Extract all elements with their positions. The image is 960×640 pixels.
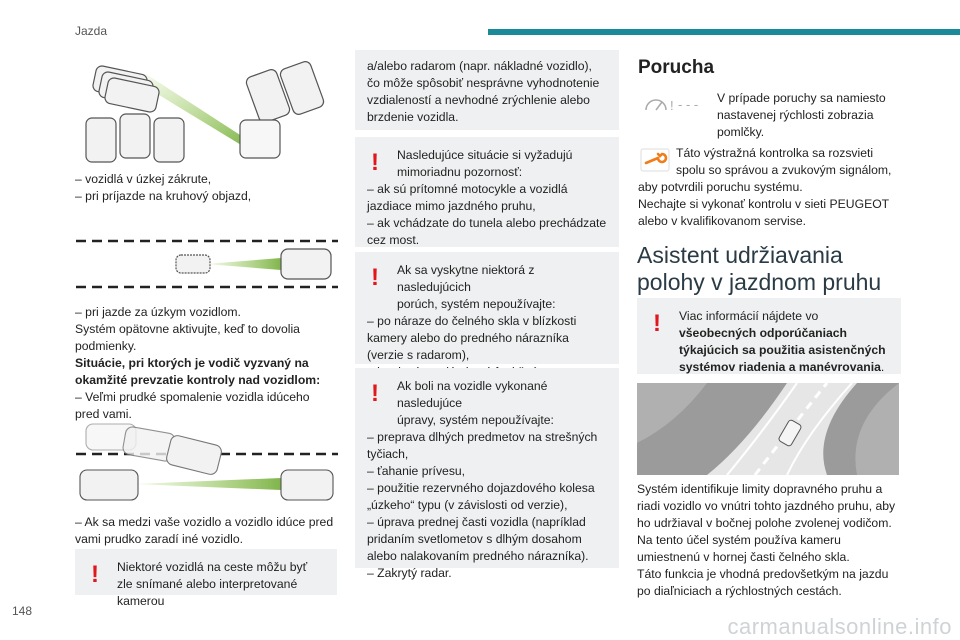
warning-title: Ak sa vyskytne niektorá z nasledujúcich … — [397, 263, 556, 311]
fault-display-text: V prípade poruchy sa namiesto nastavenej… — [717, 91, 886, 139]
warning-box-attention: ! Nasledujúce situácie si vyžadujú mimor… — [355, 137, 619, 247]
reactivate-text: Systém opätovne aktivujte, keď to dovoli… — [75, 322, 300, 353]
warning-list: – ak sú prítomné motocykle a vozidlá jaz… — [367, 182, 607, 247]
warning-list: – preprava dlhých predmetov na strešných… — [367, 430, 598, 580]
curve-illustration — [85, 61, 325, 163]
warning-box-detection: ! Niektoré vozidlá na ceste môžu byť zle… — [75, 549, 337, 608]
wrench-text: Táto výstražná kontrolka sa rozsvieti sp… — [638, 146, 892, 228]
page-number: 148 — [12, 604, 33, 618]
svg-text:- - -: - - - — [678, 97, 698, 112]
list-curves: – vozidlá v úzkej zákrute, – pri príjazd… — [75, 172, 252, 203]
warning-icon: ! — [371, 149, 379, 176]
list-cut-in: – Ak sa medzi vaše vozidlo a vozidlo idú… — [75, 515, 334, 546]
warning-text: Niektoré vozidlá na ceste môžu byť zle s… — [117, 560, 308, 608]
warning-icon: ! — [371, 264, 379, 291]
section-label: Jazda — [75, 24, 108, 38]
warning-title: Ak boli na vozidle vykonané nasledujúce … — [397, 379, 554, 427]
info-box-recommendations: ! Viac informácií nájdete vo všeobecných… — [637, 298, 901, 374]
cut-in-illustration — [76, 423, 338, 501]
situations-heading: Situácie, pri ktorých je vodič vyzvaný n… — [75, 356, 321, 387]
fault-heading: Porucha — [638, 57, 715, 78]
svg-text:!: ! — [670, 98, 674, 113]
warning-icon: ! — [653, 310, 661, 337]
left-text-block: – pri jazde za úzkym vozidlom. Systém op… — [75, 304, 337, 423]
watermark: carmanualsonline.info — [727, 614, 952, 639]
warning-icon: ! — [91, 561, 99, 588]
narrow-vehicle-illustration — [76, 239, 338, 289]
lane-keeping-illustration — [637, 383, 899, 475]
list-narrow: – pri jazde za úzkym vozidlom. — [75, 305, 241, 319]
list-deceleration: – Veľmi prudké spomalenie vozidla idúceh… — [75, 390, 310, 421]
lane-assist-body: Systém identifikuje limity dopravného pr… — [637, 482, 896, 598]
warning-title: Nasledujúce situácie si vyžadujú mimoria… — [397, 148, 573, 179]
speedometer-dashes-icon: ! - - - — [640, 90, 708, 116]
warning-box-faults: ! Ak sa vyskytne niektorá z nasledujúcic… — [355, 252, 619, 379]
lane-assist-heading: Asistent udržiavania polohy v jazdnom pr… — [637, 242, 882, 295]
warning-icon: ! — [371, 380, 379, 407]
continuation-box: a/alebo radarom (napr. nákladné vozidlo)… — [355, 50, 619, 130]
section-accent-bar — [488, 29, 960, 35]
wrench-icon — [640, 148, 670, 172]
warning-box-modifications: ! Ak boli na vozidle vykonané nasledujúc… — [355, 368, 619, 580]
